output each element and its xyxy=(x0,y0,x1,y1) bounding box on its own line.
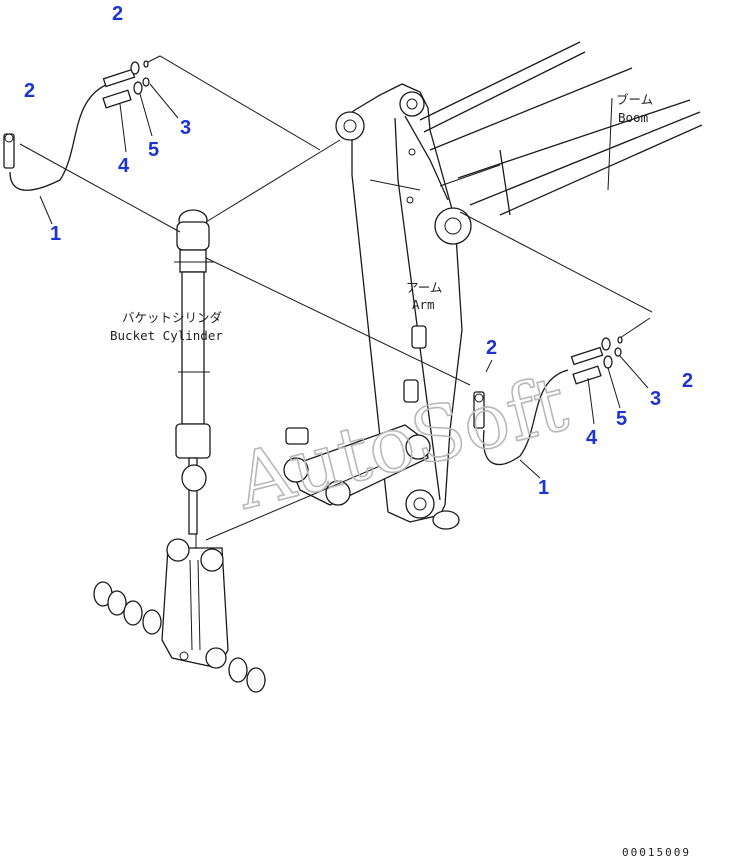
callouts-left: 2 2 3 5 4 1 xyxy=(24,3,191,245)
lower-link xyxy=(161,538,229,669)
callout-right-washer-small[interactable]: 3 xyxy=(650,388,661,410)
arm xyxy=(335,83,472,523)
boom-label-en: Boom xyxy=(618,110,648,125)
grease-hose-left xyxy=(3,83,109,191)
boom-label: ブーム Boom xyxy=(616,92,653,125)
bucket-cylinder xyxy=(174,209,214,535)
callout-left-hose[interactable]: 1 xyxy=(50,223,61,245)
callout-left-ring-top[interactable]: 2 xyxy=(112,3,123,25)
arm-label-en: Arm xyxy=(412,297,435,312)
leader-lines xyxy=(19,55,653,548)
callout-left-washer[interactable]: 5 xyxy=(148,139,159,161)
drawing-code: 00015009 xyxy=(622,846,691,859)
callout-right-bolt[interactable]: 4 xyxy=(586,427,598,449)
grease-hose-right xyxy=(473,369,569,466)
callout-right-washer[interactable]: 5 xyxy=(616,408,627,430)
bolt-right-lower xyxy=(572,347,622,385)
shim-set-left xyxy=(93,581,162,635)
callout-left-bolt[interactable]: 4 xyxy=(118,155,130,177)
callouts-right: 2 2 3 5 4 1 xyxy=(486,337,693,499)
callout-right-hose[interactable]: 1 xyxy=(538,477,549,499)
callout-left-ring-side[interactable]: 2 xyxy=(24,80,35,102)
bucket-link xyxy=(283,424,460,530)
shim-set-right xyxy=(228,657,266,693)
callout-left-washer-small[interactable]: 3 xyxy=(180,117,191,139)
arm-label: アーム Arm xyxy=(406,280,442,312)
bolt-left-lower xyxy=(102,77,150,109)
bolt-left-upper xyxy=(102,60,149,88)
bucket-cylinder-label-en: Bucket Cylinder xyxy=(110,328,223,343)
leader-lines-left-parts xyxy=(39,83,179,225)
callout-right-ring-side[interactable]: 2 xyxy=(682,370,693,392)
bucket-cylinder-label: バケットシリンダ Bucket Cylinder xyxy=(110,310,223,343)
leader-lines-right-parts xyxy=(485,355,649,479)
boom xyxy=(419,41,703,216)
callout-right-ring-top[interactable]: 2 xyxy=(486,337,497,359)
boom-label-jp: ブーム xyxy=(616,92,653,107)
watermark: AutoSoft xyxy=(226,358,575,526)
arm-label-jp: アーム xyxy=(406,280,442,295)
bolt-right-upper xyxy=(570,336,623,366)
bucket-cylinder-label-jp: バケットシリンダ xyxy=(122,310,222,325)
